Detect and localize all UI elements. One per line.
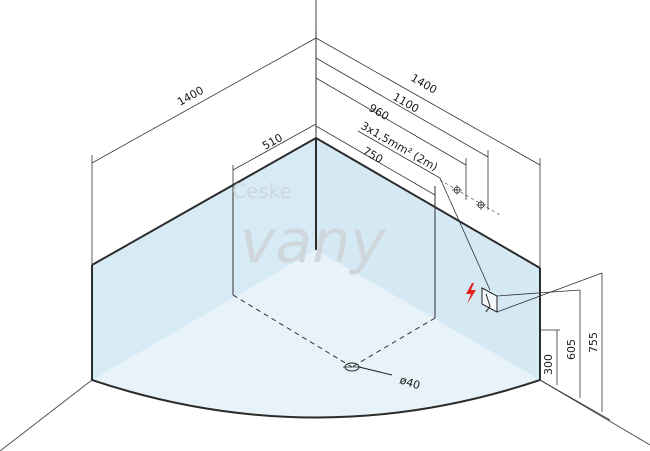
tub-floor [92,250,540,418]
connection-point-icon [476,200,486,210]
ext-line-605-top [496,289,581,297]
watermark-line1: Ceske [232,179,292,203]
tub-right-panel [316,138,540,380]
tub-front-curve [91,379,541,419]
dim-line-510 [232,123,317,171]
drain-guide-right [351,317,436,368]
dim-755: 755 [587,332,600,353]
floor-edge-left [0,379,93,451]
dim-line-right-1400 [315,37,541,166]
ext-line-bottom [539,379,611,421]
dim-left-1400: 1400 [175,84,206,109]
watermark-line2: vany [240,207,387,277]
dim-300: 300 [542,354,555,375]
lightning-bolt-icon [466,283,476,304]
cable-leader-line-down [439,177,491,291]
tub-left-panel [92,138,316,380]
dim-line-left-1400 [91,37,317,164]
dim-line-1100 [315,57,489,158]
dim-750: 750 [361,144,386,166]
dim-605: 605 [565,339,578,360]
dim-510: 510 [260,131,285,153]
dim-1100: 1100 [391,90,422,115]
drain-diameter-label: ø40 [398,373,422,392]
dim-line-960 [315,77,467,166]
cable-leader-line [357,130,441,179]
dim-line-750 [315,125,436,196]
drain-leader [358,366,393,376]
